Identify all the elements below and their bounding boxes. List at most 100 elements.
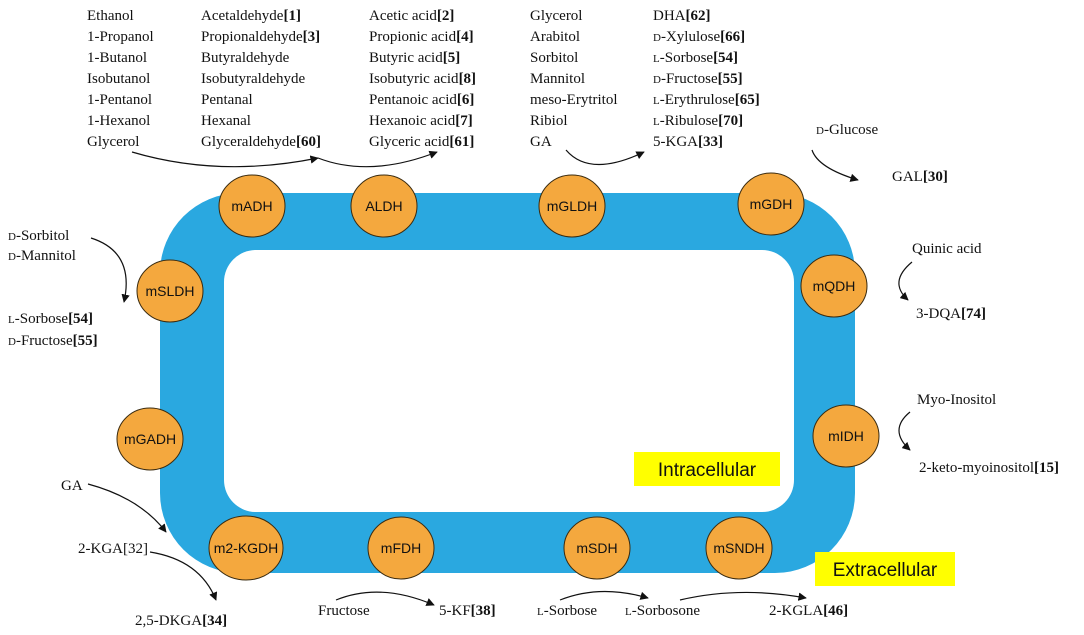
svg-text:Ribiol: Ribiol — [530, 113, 568, 129]
sldh-product-1: L-Sorbose[54] — [8, 311, 93, 327]
sdh-substrate: L-Sorbose — [537, 603, 597, 619]
extracellular-highlight — [815, 552, 955, 586]
enzyme-madh: mADH — [218, 174, 286, 238]
enzyme-mfdh: mFDH — [367, 516, 435, 580]
svg-text:D-Xylulose[66]: D-Xylulose[66] — [653, 29, 745, 45]
arrow-adh — [131, 151, 319, 168]
svg-text:mGLDH: mGLDH — [547, 198, 598, 214]
svg-text:Glycerol: Glycerol — [87, 134, 139, 150]
reaction-arrows — [87, 149, 913, 606]
sldh-substrate-2: D-Mannitol — [8, 248, 76, 264]
svg-text:Mannitol: Mannitol — [530, 71, 585, 87]
arrow-fdh — [335, 591, 435, 606]
acids-list: Acetic acid[2] Propionic acid[4] Butyric… — [369, 8, 476, 150]
svg-text:ALDH: ALDH — [365, 198, 402, 214]
svg-text:Acetic acid[2]: Acetic acid[2] — [369, 8, 454, 24]
svg-text:Glyceric acid[61]: Glyceric acid[61] — [369, 134, 474, 150]
enzyme-mqdh: mQDH — [800, 254, 868, 318]
svg-text:1-Propanol: 1-Propanol — [87, 29, 154, 45]
ketoses-list: DHA[62] D-Xylulose[66] L-Sorbose[54] D-F… — [653, 8, 760, 150]
alcohols-list: Ethanol 1-Propanol 1-Butanol Isobutanol … — [87, 8, 154, 150]
svg-text:Butyraldehyde: Butyraldehyde — [201, 50, 290, 66]
svg-text:mGADH: mGADH — [124, 431, 176, 447]
svg-text:Ethanol: Ethanol — [87, 8, 134, 24]
sldh-substrate-1: D-Sorbitol — [8, 228, 69, 244]
svg-text:mIDH: mIDH — [828, 428, 864, 444]
arrow-sldh — [90, 237, 130, 303]
svg-text:mSNDH: mSNDH — [713, 540, 764, 556]
enzyme-mgadh: mGADH — [116, 407, 184, 471]
svg-text:mSLDH: mSLDH — [145, 283, 194, 299]
svg-text:1-Butanol: 1-Butanol — [87, 50, 147, 66]
enzyme-msldh: mSLDH — [136, 259, 204, 323]
svg-text:Propionic acid[4]: Propionic acid[4] — [369, 29, 474, 45]
sdh-product: L-Sorbosone — [625, 603, 700, 619]
svg-text:Hexanal: Hexanal — [201, 113, 251, 129]
svg-text:Propionaldehyde[3]: Propionaldehyde[3] — [201, 29, 320, 45]
arrow-sndh — [679, 591, 807, 601]
arrow-aldh — [317, 150, 438, 168]
qdh-substrate: Quinic acid — [912, 241, 982, 257]
svg-text:mSDH: mSDH — [576, 540, 617, 556]
svg-text:mGDH: mGDH — [750, 196, 793, 212]
svg-text:mADH: mADH — [231, 198, 272, 214]
arrow-kgdh — [149, 551, 218, 601]
svg-text:meso-Erytritol: meso-Erytritol — [530, 92, 617, 108]
svg-text:mFDH: mFDH — [381, 540, 421, 556]
aldehydes-list: Acetaldehyde[1] Propionaldehyde[3] Butyr… — [201, 8, 321, 150]
gadh-substrate: GA — [61, 478, 83, 494]
svg-text:DHA[62]: DHA[62] — [653, 8, 711, 24]
arrow-qdh — [898, 261, 913, 301]
arrow-sdh — [559, 590, 649, 601]
intracellular-label: Intracellular — [658, 460, 757, 481]
svg-text:mQDH: mQDH — [813, 278, 856, 294]
svg-text:Arabitol: Arabitol — [530, 29, 580, 45]
svg-text:Glyceraldehyde[60]: Glyceraldehyde[60] — [201, 134, 321, 150]
arrow-gadh — [87, 483, 167, 533]
svg-text:Butyric acid[5]: Butyric acid[5] — [369, 50, 460, 66]
svg-text:Glycerol: Glycerol — [530, 8, 582, 24]
extracellular-label: Extracellular — [833, 560, 938, 581]
sndh-product: 2-KGLA[46] — [769, 603, 848, 619]
svg-text:Pentanoic acid[6]: Pentanoic acid[6] — [369, 92, 474, 108]
svg-text:Hexanoic acid[7]: Hexanoic acid[7] — [369, 113, 473, 129]
svg-text:Sorbitol: Sorbitol — [530, 50, 578, 66]
enzyme-m2kgdh: m2-KGDH — [208, 515, 284, 581]
svg-text:Isobutyraldehyde: Isobutyraldehyde — [201, 71, 305, 87]
fdh-product: 5-KF[38] — [439, 603, 496, 619]
enzyme-mgdh: mGDH — [737, 172, 805, 236]
enzyme-midh: mIDH — [812, 404, 880, 468]
kgdh-product: 2,5-DKGA[34] — [135, 613, 227, 629]
gdh-substrate: D-Glucose — [816, 122, 878, 138]
svg-text:m2-KGDH: m2-KGDH — [214, 540, 279, 556]
idh-product: 2-keto-myoinositol[15] — [919, 460, 1059, 476]
enzyme-mgldh: mGLDH — [538, 174, 606, 238]
svg-text:Pentanal: Pentanal — [201, 92, 253, 108]
polyols-list: Glycerol Arabitol Sorbitol Mannitol meso… — [530, 8, 617, 150]
svg-text:1-Pentanol: 1-Pentanol — [87, 92, 152, 108]
fdh-substrate: Fructose — [318, 603, 370, 619]
svg-text:D-Fructose[55]: D-Fructose[55] — [653, 71, 743, 87]
svg-text:L-Ribulose[70]: L-Ribulose[70] — [653, 113, 743, 129]
gadh-product: 2-KGA[32] — [78, 541, 148, 557]
enzyme-aldh: ALDH — [350, 174, 418, 238]
idh-substrate: Myo-Inositol — [917, 392, 996, 408]
qdh-product: 3-DQA[74] — [916, 306, 986, 322]
svg-text:GA: GA — [530, 134, 552, 150]
svg-text:Acetaldehyde[1]: Acetaldehyde[1] — [201, 8, 301, 24]
svg-text:L-Sorbose[54]: L-Sorbose[54] — [653, 50, 738, 66]
arrow-idh — [898, 411, 911, 451]
arrow-gdh — [811, 149, 859, 182]
enzyme-msndh: mSNDH — [705, 516, 773, 580]
sldh-product-2: D-Fructose[55] — [8, 333, 98, 349]
svg-text:Isobutyric acid[8]: Isobutyric acid[8] — [369, 71, 476, 87]
gdh-product: GAL[30] — [892, 169, 948, 185]
svg-text:1-Hexanol: 1-Hexanol — [87, 113, 150, 129]
enzyme-msdh: mSDH — [563, 516, 631, 580]
cytoplasm — [224, 250, 794, 512]
intracellular-highlight — [634, 452, 780, 486]
svg-text:Isobutanol: Isobutanol — [87, 71, 150, 87]
svg-text:5-KGA[33]: 5-KGA[33] — [653, 134, 723, 150]
